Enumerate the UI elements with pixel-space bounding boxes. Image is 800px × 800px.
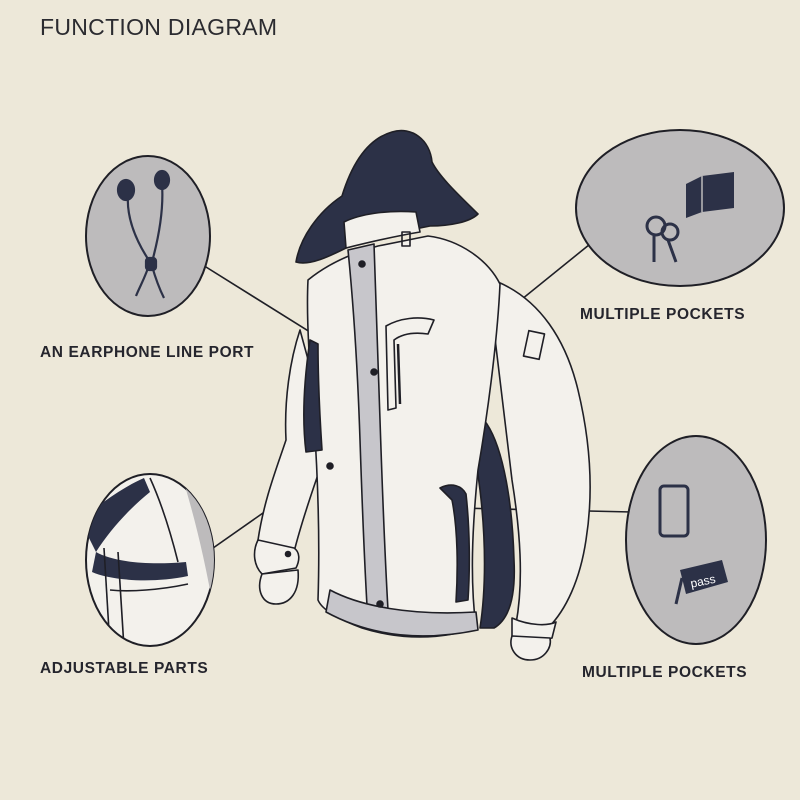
callout-earphone xyxy=(85,155,211,317)
label-adjustable-parts: ADJUSTABLE PARTS xyxy=(40,660,209,677)
left-cuff xyxy=(253,539,300,575)
callout-pockets-bottom: pass xyxy=(625,435,767,645)
pockets-top-circle xyxy=(575,129,785,287)
pockets-bottom-circle xyxy=(625,435,767,645)
jacket-illustration xyxy=(253,129,591,661)
adjustable-detail-icon xyxy=(86,474,214,646)
left-hand xyxy=(258,569,300,605)
phone-icon xyxy=(658,484,690,538)
jacket-body xyxy=(306,235,501,638)
right-hand xyxy=(510,635,552,661)
jacket-left-panel xyxy=(303,339,323,453)
jacket-collar xyxy=(343,210,421,249)
callout-pockets-top xyxy=(575,129,785,287)
earphone-icon xyxy=(116,169,171,299)
sleeve-badge xyxy=(522,329,546,361)
label-multiple-pockets-top: MULTIPLE POCKETS xyxy=(580,306,746,323)
label-multiple-pockets-bottom: MULTIPLE POCKETS xyxy=(582,664,748,681)
chest-pocket-zip xyxy=(396,343,402,405)
callout-adjustable xyxy=(85,473,215,647)
wallet-icon xyxy=(686,172,734,218)
earphone-circle xyxy=(85,155,211,317)
pass-card-text: pass xyxy=(689,572,717,591)
jacket-hem xyxy=(325,589,479,637)
cuff-button xyxy=(284,550,292,558)
placket-button-bottom xyxy=(376,600,384,608)
jacket-right-sleeve xyxy=(493,281,591,629)
page-title: FUNCTION DIAGRAM xyxy=(40,14,278,40)
pass-card-icon: pass xyxy=(674,560,728,605)
jacket-side-pocket xyxy=(439,484,471,603)
adjust-point-dot xyxy=(326,462,334,470)
label-earphone-port: AN EARPHONE LINE PORT xyxy=(40,344,255,361)
keys-icon xyxy=(645,215,680,263)
collar-tab xyxy=(401,231,411,247)
earphone-port-dot xyxy=(370,368,378,376)
placket-button-top xyxy=(358,260,366,268)
jacket-chest-pocket xyxy=(385,317,435,411)
